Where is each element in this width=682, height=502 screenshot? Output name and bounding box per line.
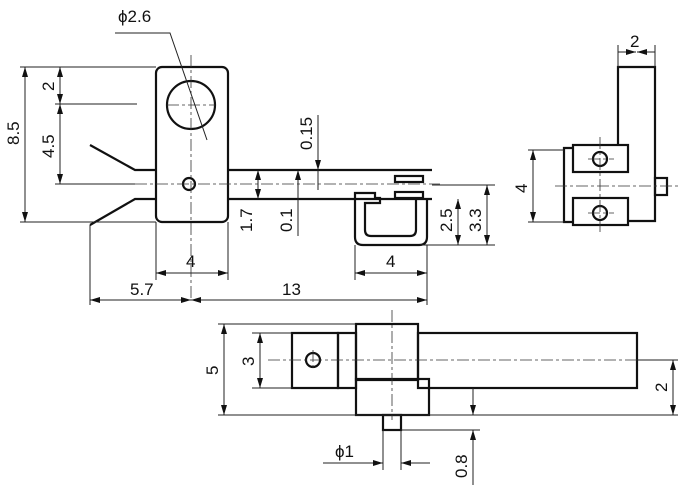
center-block <box>354 322 420 382</box>
dim-bracket-total-height: 3.3 <box>466 208 485 232</box>
dim-bracket-width: 4 <box>386 252 395 271</box>
dim-overall-width: 5 <box>203 366 222 375</box>
dim-lead-gap: 1.7 <box>237 208 256 232</box>
dim-tab-width: 3 <box>239 357 258 366</box>
lower-block <box>571 196 630 227</box>
dim-bracket-height: 2.5 <box>437 208 456 232</box>
end-view: 2 4 <box>512 32 680 232</box>
u-bracket <box>353 191 429 247</box>
dim-body-length: 13 <box>282 280 301 299</box>
dim-hole-diameter: ϕ2.6 <box>118 7 151 26</box>
dim-lead-offset: 0.1 <box>277 208 296 232</box>
mounting-tab <box>154 65 230 224</box>
dim-end-width: 2 <box>630 32 639 51</box>
upper-stop <box>393 174 425 184</box>
dim-arm-offset: 2 <box>652 383 671 392</box>
tab-step <box>336 331 358 390</box>
top-view: 5 3 2 ϕ1 0.8 <box>203 310 678 485</box>
lower-stop <box>393 190 425 200</box>
dim-lead-thickness: 0.15 <box>297 117 316 150</box>
lead-strips <box>228 168 432 201</box>
dim-block-height: 4 <box>512 184 531 193</box>
dim-pin-length: 0.8 <box>452 454 471 478</box>
dim-pin-diameter: ϕ1 <box>335 442 354 461</box>
dim-overall-height: 8.5 <box>4 121 23 145</box>
left-leads <box>89 144 156 226</box>
long-arm <box>416 331 639 390</box>
left-tab <box>290 331 340 390</box>
dim-hole-spacing: 4.5 <box>39 134 58 158</box>
dim-tab-width: 4 <box>186 252 195 271</box>
base-plate <box>562 146 573 224</box>
dim-hole-offset: 2 <box>39 82 58 91</box>
pin <box>653 176 669 197</box>
dim-lead-extension: 5.7 <box>130 280 154 299</box>
upper-block <box>571 143 630 174</box>
side-view: ϕ2.6 8.5 2 4.5 1.7 0.1 0.15 2.5 3.3 4 4 … <box>4 7 495 305</box>
